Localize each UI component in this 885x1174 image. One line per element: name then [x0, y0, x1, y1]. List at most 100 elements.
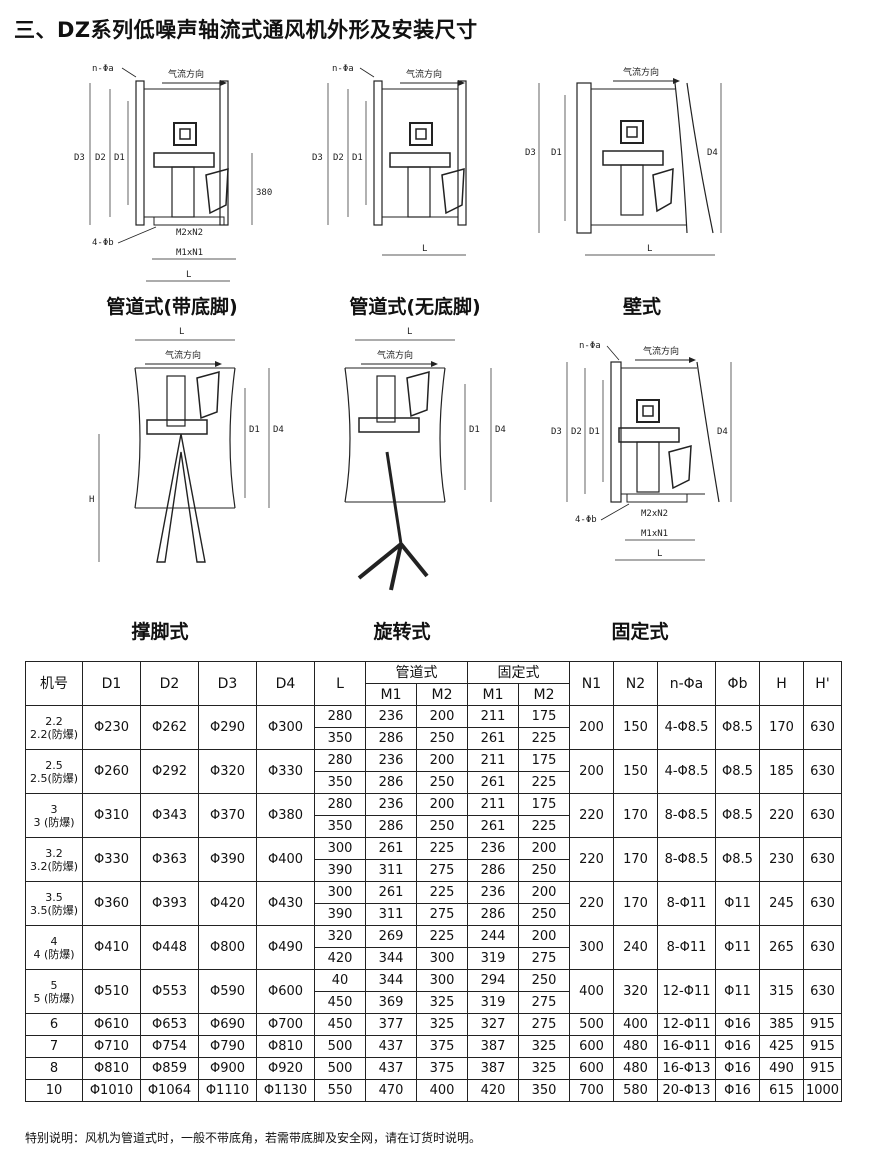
cell-fixed-m2: 225: [518, 727, 570, 750]
cell-fixed-m1: 327: [467, 1013, 519, 1036]
cell-h-prime: 630: [803, 881, 842, 926]
cell-d3: Φ1110: [198, 1079, 257, 1102]
cell-d4: Φ300: [256, 705, 315, 750]
cell-duct-m1: 470: [365, 1079, 417, 1102]
svg-text:D1: D1: [551, 148, 562, 158]
cell-d2: Φ859: [140, 1057, 199, 1080]
cell-n-phi-a: 20-Φ13: [657, 1079, 716, 1102]
cell-duct-m2: 275: [416, 903, 468, 926]
cell-fixed-m2: 200: [518, 925, 570, 948]
cell-fixed-m1: 286: [467, 859, 519, 882]
cell-n-phi-a: 8-Φ11: [657, 881, 716, 926]
cell-duct-m2: 250: [416, 771, 468, 794]
cell-n-phi-a: 16-Φ13: [657, 1057, 716, 1080]
cell-n-phi-a: 12-Φ11: [657, 1013, 716, 1036]
cell-model: 10: [25, 1079, 83, 1102]
cell-fixed-m1: 261: [467, 727, 519, 750]
cell-duct-m2: 375: [416, 1035, 468, 1058]
svg-text:D3: D3: [74, 153, 85, 163]
cell-l: 550: [314, 1079, 366, 1102]
cell-duct-m2: 325: [416, 1013, 468, 1036]
model-text: 3.5: [45, 890, 63, 904]
cell-n2: 240: [613, 925, 658, 970]
cell-n1: 220: [569, 793, 614, 838]
svg-text:D4: D4: [707, 148, 718, 158]
cell-n-phi-a: 4-Φ8.5: [657, 749, 716, 794]
cell-l: 300: [314, 837, 366, 860]
th-duct-m1: M1: [365, 683, 417, 706]
cell-h-prime: 630: [803, 705, 842, 750]
cell-fixed-m1: 261: [467, 771, 519, 794]
cell-d4: Φ810: [256, 1035, 315, 1058]
th-duct-m2: M2: [416, 683, 468, 706]
cell-duct-m1: 261: [365, 881, 417, 904]
cell-d2: Φ448: [140, 925, 199, 970]
model-text: 3.5(防爆): [29, 903, 79, 917]
cell-duct-m2: 200: [416, 749, 468, 772]
cell-duct-m2: 200: [416, 705, 468, 728]
cell-fixed-m2: 250: [518, 903, 570, 926]
cell-fixed-m1: 211: [467, 705, 519, 728]
cell-n1: 500: [569, 1013, 614, 1036]
cell-d3: Φ900: [198, 1057, 257, 1080]
cell-fixed-m2: 200: [518, 881, 570, 904]
cell-phi-b: Φ11: [715, 925, 760, 970]
cell-fixed-m1: 244: [467, 925, 519, 948]
cell-phi-b: Φ8.5: [715, 705, 760, 750]
label-duct-without-base: 管道式(无底脚): [349, 296, 481, 318]
cell-duct-m1: 286: [365, 771, 417, 794]
cell-d1: Φ310: [82, 793, 141, 838]
svg-text:气流方向: 气流方向: [406, 68, 442, 80]
svg-text:D1: D1: [469, 425, 480, 435]
model-text: 8: [49, 1060, 59, 1076]
svg-text:D4: D4: [495, 425, 506, 435]
cell-n1: 600: [569, 1057, 614, 1080]
cell-h: 230: [759, 837, 804, 882]
svg-text:气流方向: 气流方向: [377, 349, 413, 361]
svg-text:气流方向: 气流方向: [165, 349, 201, 361]
cell-n1: 700: [569, 1079, 614, 1102]
svg-text:L: L: [186, 270, 191, 280]
cell-h-prime: 915: [803, 1035, 842, 1058]
spec-table: 机号 D1 D2 D3 D4 L 管道式 固定式 N1 N2 n-Φa Φb H…: [25, 661, 842, 1102]
svg-text:D2: D2: [571, 427, 582, 437]
cell-duct-m2: 275: [416, 859, 468, 882]
cell-l: 300: [314, 881, 366, 904]
cell-n-phi-a: 12-Φ11: [657, 969, 716, 1014]
page-title: 三、DZ系列低噪声轴流式通风机外形及安装尺寸: [14, 18, 478, 42]
cell-duct-m1: 437: [365, 1035, 417, 1058]
cell-duct-m1: 269: [365, 925, 417, 948]
model-text: 2.2(防爆): [29, 727, 79, 741]
cell-l: 500: [314, 1057, 366, 1080]
diagram-duct-without-base: n-Φa 气流方向 D3 D2 D1 L: [310, 55, 520, 285]
model-text: 3.2(防爆): [29, 859, 79, 873]
cell-d1: Φ230: [82, 705, 141, 750]
model-text: 3.2: [45, 846, 63, 860]
cell-phi-b: Φ16: [715, 1079, 760, 1102]
svg-text:n-Φa: n-Φa: [92, 64, 114, 74]
th-d4: D4: [256, 661, 315, 706]
cell-h-prime: 915: [803, 1057, 842, 1080]
cell-phi-b: Φ11: [715, 881, 760, 926]
cell-d3: Φ790: [198, 1035, 257, 1058]
cell-duct-m1: 377: [365, 1013, 417, 1036]
cell-h: 220: [759, 793, 804, 838]
model-text: 2.5: [45, 758, 63, 772]
svg-text:4-Φb: 4-Φb: [92, 238, 114, 248]
model-text: 2.2: [45, 714, 63, 728]
cell-h: 490: [759, 1057, 804, 1080]
cell-d3: Φ390: [198, 837, 257, 882]
cell-phi-b: Φ16: [715, 1035, 760, 1058]
svg-text:L: L: [179, 327, 184, 337]
label-duct-with-base: 管道式(带底脚): [106, 296, 238, 318]
cell-phi-b: Φ11: [715, 969, 760, 1014]
cell-h-prime: 915: [803, 1013, 842, 1036]
cell-d1: Φ810: [82, 1057, 141, 1080]
